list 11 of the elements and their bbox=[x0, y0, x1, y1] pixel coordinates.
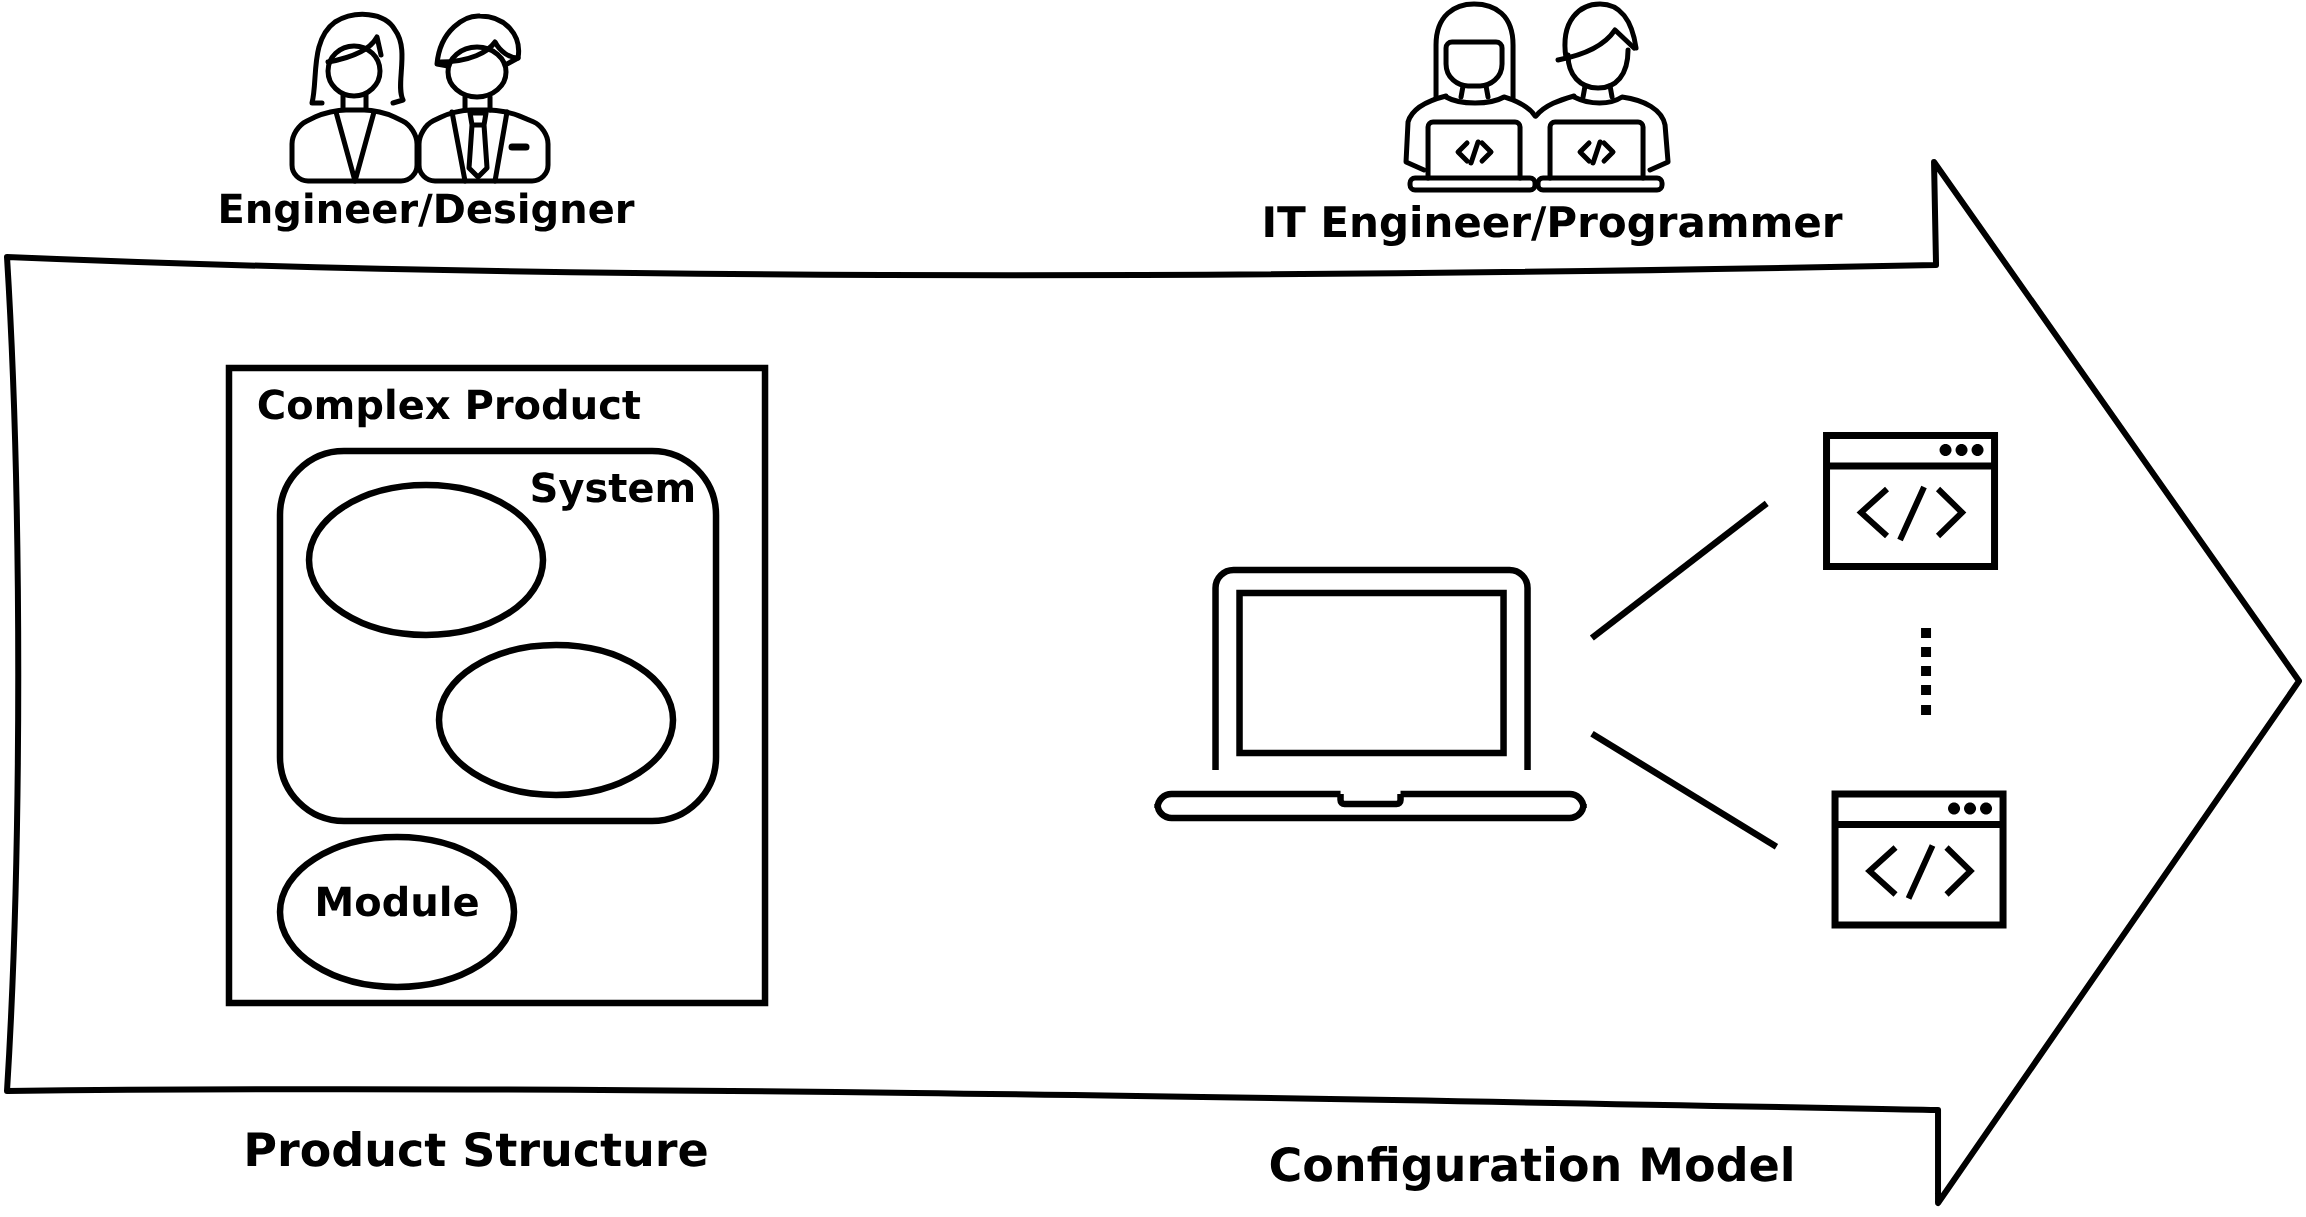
section-label: Product Structure bbox=[247, 1131, 707, 1167]
code-window-icon bbox=[1831, 790, 2007, 929]
ellipse bbox=[435, 641, 677, 799]
rounded-box: System bbox=[276, 447, 720, 825]
code-window-icon bbox=[1823, 432, 1999, 570]
section-label: Configuration Model bbox=[1270, 1146, 1792, 1191]
role-label: Engineer/Designer bbox=[221, 192, 635, 232]
connector-line bbox=[1590, 731, 1779, 850]
role-label: IT Engineer/Programmer bbox=[1265, 205, 1843, 247]
laptop-icon bbox=[1154, 566, 1587, 822]
connector-line bbox=[1589, 500, 1769, 641]
